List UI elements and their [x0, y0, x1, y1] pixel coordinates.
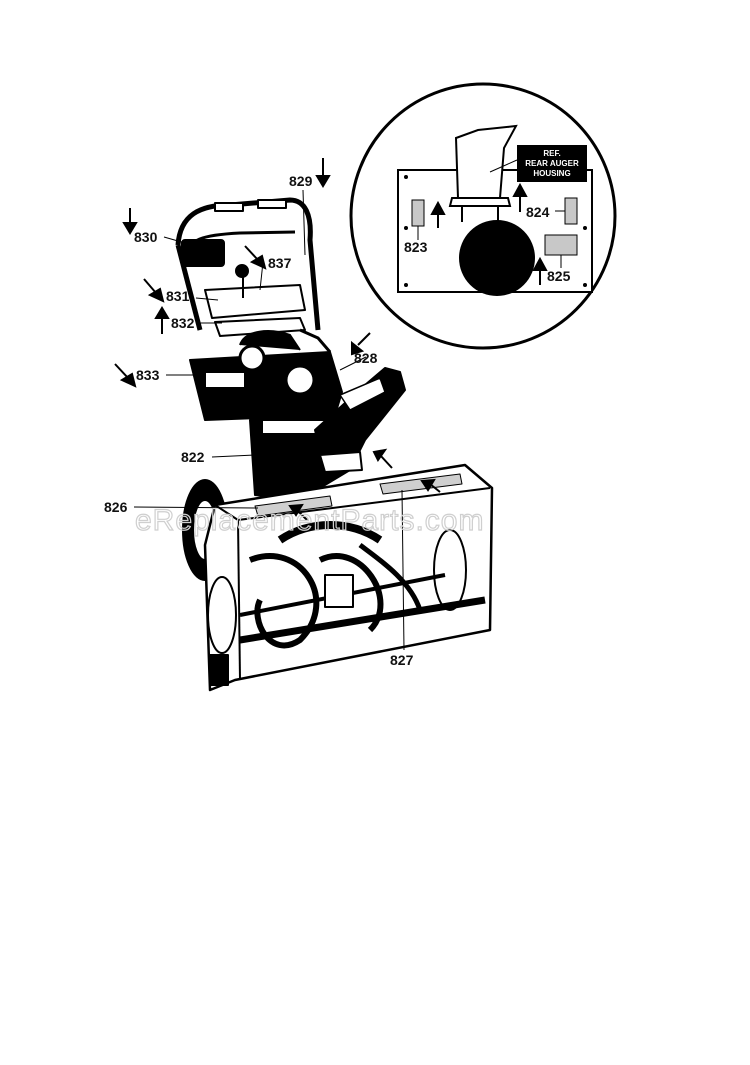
callout-830: 830 [134, 229, 158, 245]
callout-829: 829 [289, 173, 313, 189]
callout-825: 825 [547, 268, 571, 284]
callout-822: 822 [181, 449, 205, 465]
callout-828: 828 [354, 350, 378, 366]
callout-823: 823 [404, 239, 428, 255]
snowblower-illustration [175, 197, 494, 692]
callout-833: 833 [136, 367, 160, 383]
leader-lines [133, 189, 405, 651]
callout-837: 837 [268, 255, 292, 271]
ref-note-line-2: REAR AUGER [525, 159, 579, 168]
ref-note-line-3: HOUSING [533, 169, 570, 178]
callout-826: 826 [104, 499, 128, 515]
decal-825 [544, 234, 578, 256]
decal-824 [564, 197, 578, 225]
pointer-arrows [114, 158, 441, 521]
ref-note-line-1: REF. [543, 149, 560, 158]
watermark: eReplacementParts.com [135, 504, 484, 537]
callout-831: 831 [166, 288, 190, 304]
callout-832: 832 [171, 315, 195, 331]
callout-labels: 829 830 837 831 832 828 833 822 826 827 [104, 173, 414, 668]
callout-824: 824 [526, 204, 550, 220]
decal-823 [411, 199, 425, 227]
detail-inset: REF. REAR AUGER HOUSING 823 824 825 [349, 82, 617, 350]
callout-827: 827 [390, 652, 414, 668]
